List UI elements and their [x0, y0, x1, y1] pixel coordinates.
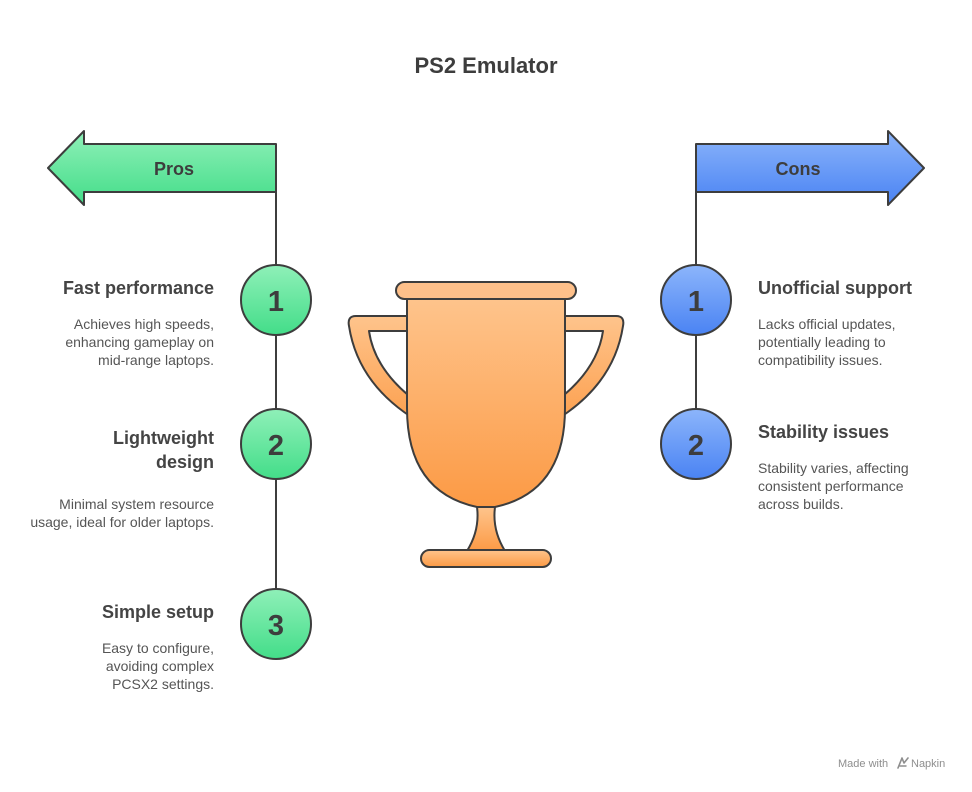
cons-item-title: Unofficial support	[758, 278, 912, 298]
pros-step-number: 1	[268, 286, 284, 318]
cons-arrow	[695, 130, 925, 206]
pros-item-description: Minimal system resource usage, ideal for…	[30, 496, 214, 530]
cons-step-circle	[660, 408, 732, 480]
pros-label: Pros	[154, 159, 194, 179]
pros-arrow	[47, 130, 277, 206]
watermark-brand: Napkin	[911, 758, 946, 770]
pros-item-title: Simple setup	[101, 602, 214, 622]
cons-item-title: Stability issues	[758, 422, 890, 442]
pros-step-2: 2	[240, 408, 312, 480]
pros-item-title: Lightweight design	[113, 428, 214, 472]
cons-step-1: 1	[660, 264, 732, 336]
cons-step-number: 1	[688, 286, 704, 318]
page-title: PS2 Emulator	[414, 53, 558, 78]
pros-step-circle	[240, 264, 312, 336]
pros-step-circle	[240, 588, 312, 660]
pros-step-number: 3	[268, 610, 284, 642]
pros-step-1: 1	[240, 264, 312, 336]
cons-step-2: 2	[660, 408, 732, 480]
pros-step-number: 2	[268, 430, 284, 462]
trophy-icon	[347, 281, 625, 568]
pros-item-description: Achieves high speeds, enhancing gameplay…	[65, 316, 214, 368]
pros-item-description: Easy to configure, avoiding complex PCSX…	[101, 640, 214, 692]
cons-step-number: 2	[688, 430, 704, 462]
pros-item-title: Fast performance	[62, 278, 214, 298]
watermark-prefix: Made with	[838, 758, 889, 770]
cons-step-circle	[660, 264, 732, 336]
pros-step-3: 3	[240, 588, 312, 660]
pros-step-circle	[240, 408, 312, 480]
napkin-logo-icon	[897, 757, 909, 769]
cons-label: Cons	[776, 159, 821, 179]
cons-item-description: Stability varies, affecting consistent p…	[758, 460, 909, 512]
cons-item-description: Lacks official updates, potentially lead…	[758, 316, 896, 368]
